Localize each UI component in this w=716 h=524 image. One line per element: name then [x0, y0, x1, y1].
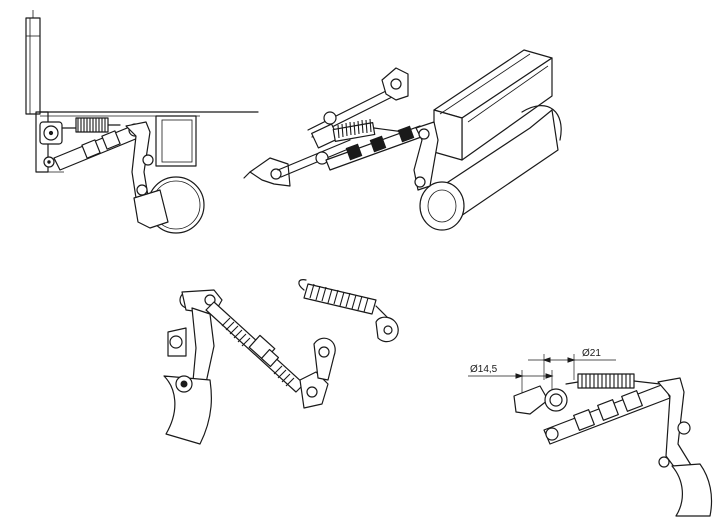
tension-spring [61, 117, 121, 133]
roller-scraper [133, 176, 205, 234]
scraper-blade [163, 375, 213, 445]
vertical-plate [25, 17, 41, 115]
side-view-assembly [25, 10, 259, 234]
frame-box [155, 115, 197, 167]
turnbuckle-perspective [325, 125, 425, 171]
dimension-annotations: Ø14,5 Ø21 [468, 348, 616, 396]
dimensioned-view-assembly: Ø14,5 Ø21 [468, 348, 713, 517]
loose-spring [298, 279, 399, 343]
turnbuckle-link [53, 123, 142, 171]
lever-bracket [413, 121, 439, 191]
scraper-blade-dimensioned [671, 463, 713, 517]
eye-plate [313, 337, 336, 381]
latch-hook [513, 385, 549, 415]
upper-bracket [381, 67, 409, 101]
lower-left-bracket [249, 157, 291, 187]
spring-eyelet [375, 316, 399, 343]
exploded-view-assembly [163, 279, 399, 445]
tension-spring-dimensioned [565, 373, 661, 389]
cylinder-roller [419, 105, 562, 231]
dimension-small-diameter: Ø14,5 [470, 364, 498, 375]
threaded-turnbuckle [205, 301, 305, 393]
square-tube [433, 49, 553, 161]
perspective-view-assembly [243, 49, 562, 231]
dimension-large-diameter: Ø21 [582, 348, 601, 359]
